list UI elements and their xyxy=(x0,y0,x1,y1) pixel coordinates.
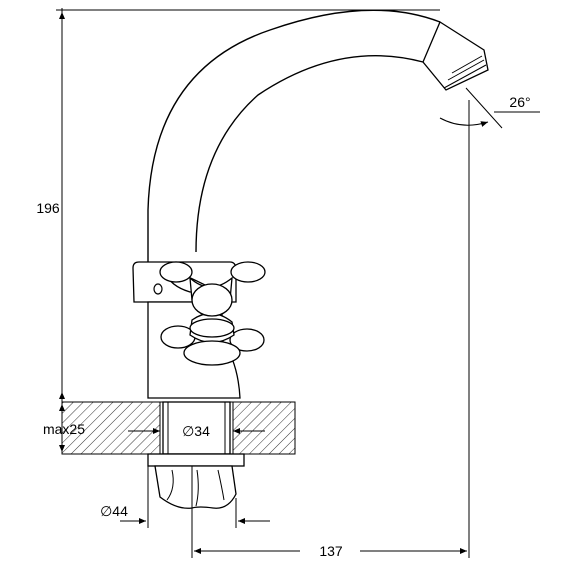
hole-diameter-dimension: ∅34 xyxy=(128,423,265,439)
base-diameter-dimension: ∅44 xyxy=(100,466,270,528)
base-diameter-label: ∅44 xyxy=(100,503,128,519)
mounting-nut xyxy=(147,453,245,509)
cross-handle xyxy=(159,261,266,366)
countertop xyxy=(61,401,296,455)
small-screw xyxy=(153,283,163,295)
height-label: 196 xyxy=(36,200,60,216)
hole-diameter-label: ∅34 xyxy=(182,423,210,439)
reach-label: 137 xyxy=(319,543,343,559)
mounting-shank xyxy=(162,401,231,455)
reach-dimension: 137 xyxy=(191,100,470,559)
height-dimension: 196 xyxy=(36,8,440,402)
handle-base xyxy=(183,340,241,366)
angle-dimension: 26° xyxy=(439,87,540,129)
angle-label: 26° xyxy=(509,94,530,110)
mount-thickness-dimension: max25 xyxy=(43,402,85,454)
mount-thickness-label: max25 xyxy=(43,421,85,437)
handle-cap xyxy=(191,283,233,317)
